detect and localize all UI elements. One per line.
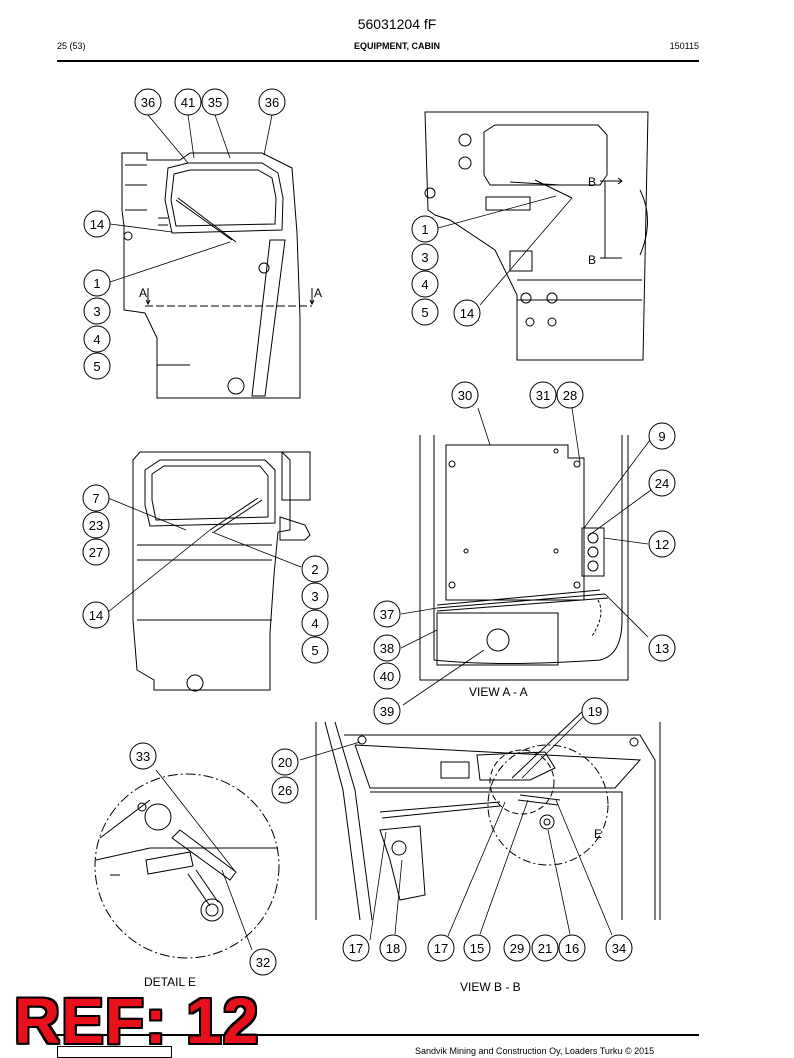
balloon-5: 5 (421, 305, 428, 320)
section-mark-a-left: A (139, 286, 147, 300)
leader-lines (107, 114, 652, 951)
balloon-12: 12 (655, 537, 669, 552)
header-rule (57, 60, 699, 62)
ref-label: REF: 12 (14, 985, 260, 1057)
document-date: 150115 (669, 41, 699, 51)
copyright-notice: Sandvik Mining and Construction Oy, Load… (415, 1046, 655, 1056)
section-mark-b-bottom: B (588, 253, 596, 267)
balloon-1: 1 (421, 222, 428, 237)
balloon-3: 3 (421, 250, 428, 265)
balloon-34: 34 (612, 941, 626, 956)
balloon-39: 39 (380, 704, 394, 719)
balloon-7: 7 (92, 491, 99, 506)
balloon-17: 17 (349, 941, 363, 956)
balloon-27: 27 (89, 545, 103, 560)
balloon-32: 32 (256, 955, 270, 970)
balloon-15: 15 (470, 941, 484, 956)
balloon-21: 21 (538, 941, 552, 956)
cabin-front-view (424, 111, 649, 361)
page-number: 25 (53) (57, 41, 86, 51)
balloon-29: 29 (510, 941, 524, 956)
view-captions: A A B B VIEW A - A VIEW B - B DETAIL E E (139, 175, 602, 994)
detail-e-mark: E (594, 827, 602, 841)
balloon-36: 36 (265, 95, 279, 110)
balloon-5: 5 (311, 643, 318, 658)
balloon-20: 20 (278, 755, 292, 770)
balloon-16: 16 (565, 941, 579, 956)
balloon-31: 31 (536, 388, 550, 403)
balloon-labels: 36 41 35 36 14 1 3 4 5 1 3 4 5 14 7 23 2… (89, 95, 669, 970)
balloon-14: 14 (90, 217, 104, 232)
section-mark-a-right: A (314, 286, 322, 300)
view-b-b-caption: VIEW B - B (460, 980, 521, 994)
balloon-23: 23 (89, 518, 103, 533)
balloon-17: 17 (434, 941, 448, 956)
balloon-3: 3 (93, 304, 100, 319)
balloon-4: 4 (421, 277, 428, 292)
balloon-4: 4 (311, 616, 318, 631)
balloon-33: 33 (136, 749, 150, 764)
section-mark-b-top: B (588, 175, 596, 189)
balloon-14: 14 (460, 306, 474, 321)
detail-e-caption: DETAIL E (144, 975, 196, 989)
balloon-3: 3 (311, 589, 318, 604)
section-title: EQUIPMENT, CABIN (353, 41, 440, 51)
balloon-1: 1 (93, 276, 100, 291)
balloon-9: 9 (658, 429, 665, 444)
balloon-19: 19 (588, 704, 602, 719)
balloon-37: 37 (380, 607, 394, 622)
balloon-18: 18 (386, 941, 400, 956)
view-b-b (315, 709, 661, 921)
balloon-38: 38 (380, 641, 394, 656)
balloon-13: 13 (655, 641, 669, 656)
balloon-30: 30 (458, 388, 472, 403)
footer-rule (57, 1034, 699, 1036)
balloon-26: 26 (278, 783, 292, 798)
document-number: 56031204 fF (357, 16, 437, 32)
balloon-circles (82, 88, 676, 976)
detail-e (94, 773, 280, 959)
balloon-14: 14 (89, 608, 103, 623)
balloon-4: 4 (93, 332, 100, 347)
cabin-side-view (121, 152, 315, 399)
balloon-24: 24 (655, 476, 669, 491)
balloon-40: 40 (380, 669, 394, 684)
balloon-5: 5 (93, 359, 100, 374)
balloon-35: 35 (208, 95, 222, 110)
balloon-36: 36 (141, 95, 155, 110)
cabin-rear-view (132, 451, 311, 692)
balloon-41: 41 (181, 95, 195, 110)
balloon-2: 2 (311, 562, 318, 577)
view-a-a-caption: VIEW A - A (469, 685, 528, 699)
balloon-28: 28 (563, 388, 577, 403)
view-a-a (419, 435, 629, 681)
